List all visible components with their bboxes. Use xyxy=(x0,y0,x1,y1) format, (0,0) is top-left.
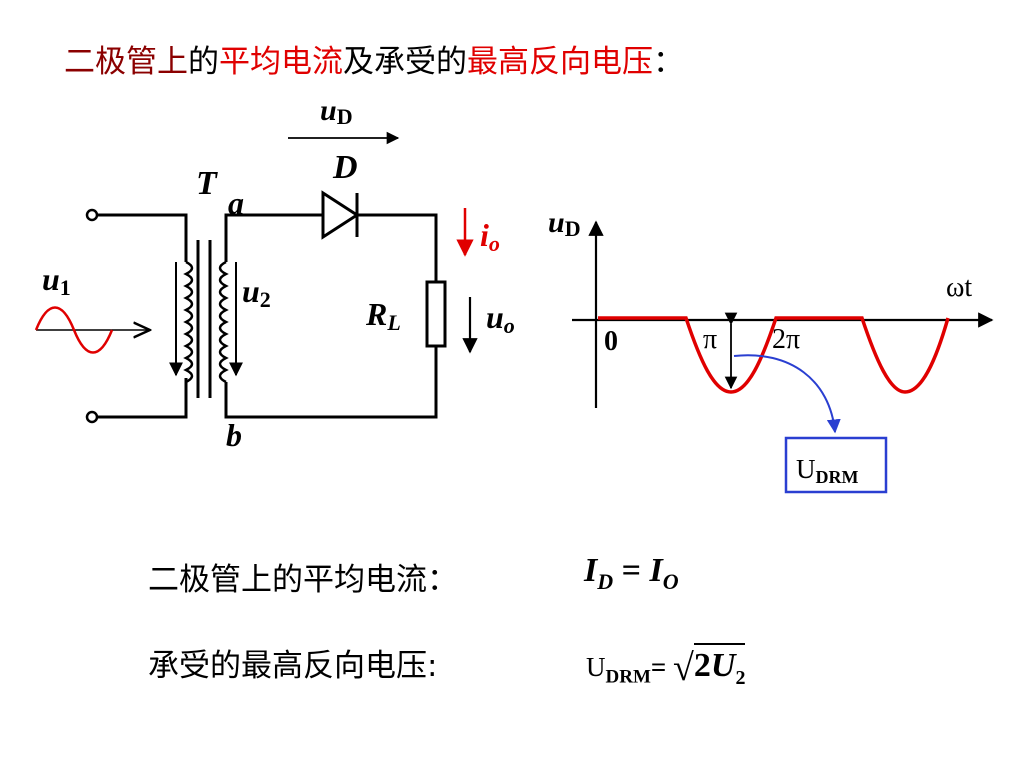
avg-rhs: I xyxy=(649,552,663,589)
title-part-5: 最高反向电压 xyxy=(467,44,653,80)
terminal-bottom xyxy=(85,410,99,424)
uo-label: uo xyxy=(486,299,515,338)
uD-label: uD xyxy=(320,94,353,129)
reverse-voltage-formula: UDRM= √22U2 xyxy=(586,642,746,690)
output-top-wire xyxy=(357,213,438,282)
rev-rhs: U xyxy=(710,647,736,684)
title-part-4: 及承受的 xyxy=(343,44,467,80)
avg-eq: = xyxy=(621,552,650,589)
io-label: io xyxy=(480,217,500,256)
avg-lhs-sub: D xyxy=(597,568,614,594)
sqrt-sign: √2 xyxy=(673,647,694,689)
avg-current-formula: ID = IO xyxy=(584,552,679,595)
title-part-1: 二极管上 xyxy=(64,44,188,80)
wave-2pi-label: 2π xyxy=(772,324,800,355)
u2-label: u2 xyxy=(242,273,271,312)
rev-rhs-sub: 2 xyxy=(735,666,746,689)
avg-lhs: I xyxy=(584,552,598,589)
secondary-top-wire xyxy=(224,213,323,262)
terminal-top xyxy=(85,208,99,222)
wave-x-label: ωt xyxy=(946,272,972,303)
udrm-box-label: UDRM xyxy=(796,454,859,487)
primary-coil xyxy=(183,260,194,384)
secondary-coil xyxy=(218,260,229,384)
title-part-2: 的 xyxy=(188,44,219,80)
waveform-plot xyxy=(572,220,994,494)
avg-current-label: 二极管上的平均电流： xyxy=(148,562,458,598)
u1-sine-wave xyxy=(34,306,114,354)
diode-symbol xyxy=(321,190,360,240)
load-resistor xyxy=(425,280,447,348)
wave-origin-label: 0 xyxy=(604,326,618,357)
rev-eq: = xyxy=(650,652,667,682)
avg-rhs-sub: O xyxy=(662,568,679,594)
uD-waveform xyxy=(598,316,950,394)
title-part-6: ： xyxy=(653,44,684,80)
sqrt-overline: 2U2 xyxy=(693,643,746,690)
diode-label: D xyxy=(332,149,358,186)
transformer-label: T xyxy=(196,165,218,202)
rev-rhs-coef: 2 xyxy=(693,647,711,684)
udrm-pointer-arrow xyxy=(733,354,841,434)
u1-label: u1 xyxy=(42,261,71,300)
RL-label: RL xyxy=(365,296,401,335)
secondary-bottom-wire xyxy=(224,346,438,419)
rev-lhs: U xyxy=(586,652,606,682)
udrm-box xyxy=(784,436,888,494)
wave-y-label: uD xyxy=(548,206,581,241)
title-part-3: 平均电流 xyxy=(219,44,343,80)
wave-pi-label: π xyxy=(703,324,717,355)
primary-bottom-wire xyxy=(97,378,188,419)
primary-top-wire xyxy=(97,213,188,262)
circuit xyxy=(34,131,478,424)
reverse-voltage-label: 承受的最高反向电压: xyxy=(148,648,438,684)
node-b-label: b xyxy=(226,417,242,453)
rev-lhs-sub: DRM xyxy=(605,666,651,688)
node-a-label: a xyxy=(228,185,244,221)
page-title: 二极管上的平均电流及承受的最高反向电压： xyxy=(64,42,684,82)
